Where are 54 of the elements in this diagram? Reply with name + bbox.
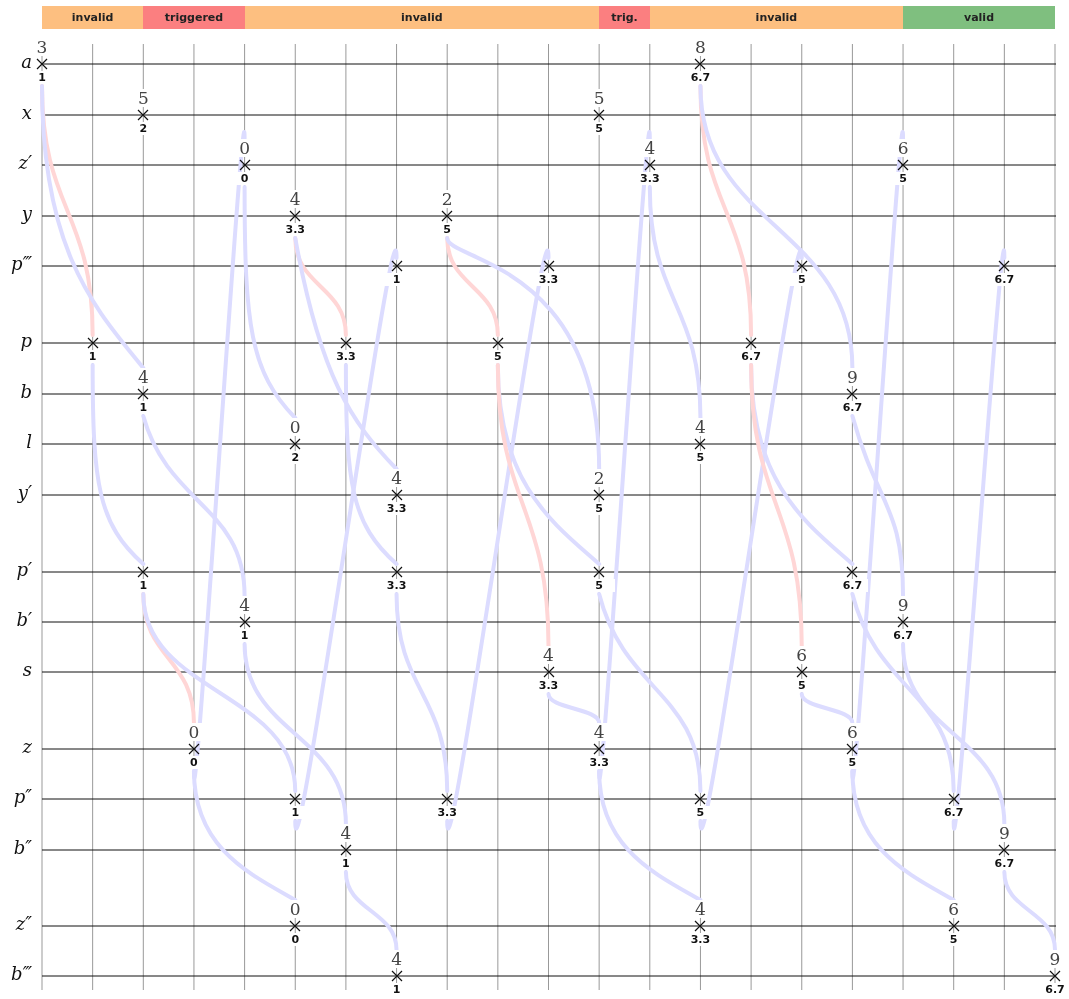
row-label: z″: [14, 913, 32, 935]
flow-curve: [495, 363, 551, 648]
flow-curve: [242, 185, 298, 420]
row-label: b′: [15, 609, 32, 631]
flow-curve: [141, 592, 298, 793]
flow-curve: [141, 414, 247, 598]
row-label: p′: [15, 559, 32, 581]
row-label: p: [19, 330, 32, 352]
flow-curve: [850, 592, 956, 793]
flow-curve: [698, 84, 855, 370]
phase-band: invalid: [42, 6, 144, 29]
flow-curve: [90, 363, 146, 566]
flow-curve: [647, 185, 703, 420]
row-label: l: [25, 431, 32, 453]
row-label: x: [20, 102, 32, 124]
flow-curve: [343, 363, 399, 566]
flow-curve: [445, 249, 551, 830]
flow-curve: [1002, 870, 1057, 952]
flow-curve: [293, 236, 399, 471]
row-label: y: [20, 203, 32, 225]
row-label: b″: [12, 837, 32, 859]
row-label: a: [20, 51, 32, 73]
flow-curve: [394, 592, 450, 793]
flow-curve: [293, 249, 399, 830]
row-label: b: [19, 381, 32, 403]
row-label: z: [21, 736, 32, 758]
flow-curve: [40, 84, 146, 370]
flow-curve: [597, 132, 652, 778]
flow-curve: [951, 249, 1007, 830]
row-label: p″: [12, 786, 32, 808]
flow-curve: [546, 692, 602, 725]
phase-band: triggered: [143, 6, 245, 29]
phase-band: invalid: [649, 6, 904, 29]
flow-curve: [698, 249, 804, 830]
flow-curve: [597, 592, 703, 793]
row-label: b‴: [10, 963, 32, 985]
row-label: s: [21, 659, 32, 681]
phase-band: invalid: [244, 6, 600, 29]
flow-curve: [850, 769, 956, 902]
phase-band: trig.: [599, 6, 650, 29]
flow-curve: [850, 132, 906, 778]
row-label: z′: [17, 152, 32, 174]
row-label: p‴: [10, 253, 32, 275]
flow-curve: [799, 692, 855, 725]
flow-curve: [850, 414, 906, 598]
flow-curve: [749, 363, 804, 648]
flow-curve: [343, 870, 399, 952]
phase-band: valid: [903, 6, 1055, 29]
flow-curve: [445, 236, 602, 471]
flow-curve: [901, 642, 1007, 826]
flow-curve: [597, 769, 703, 902]
flow-curve: [242, 642, 348, 826]
flow-curve: [191, 769, 298, 902]
row-label: y′: [16, 482, 32, 504]
